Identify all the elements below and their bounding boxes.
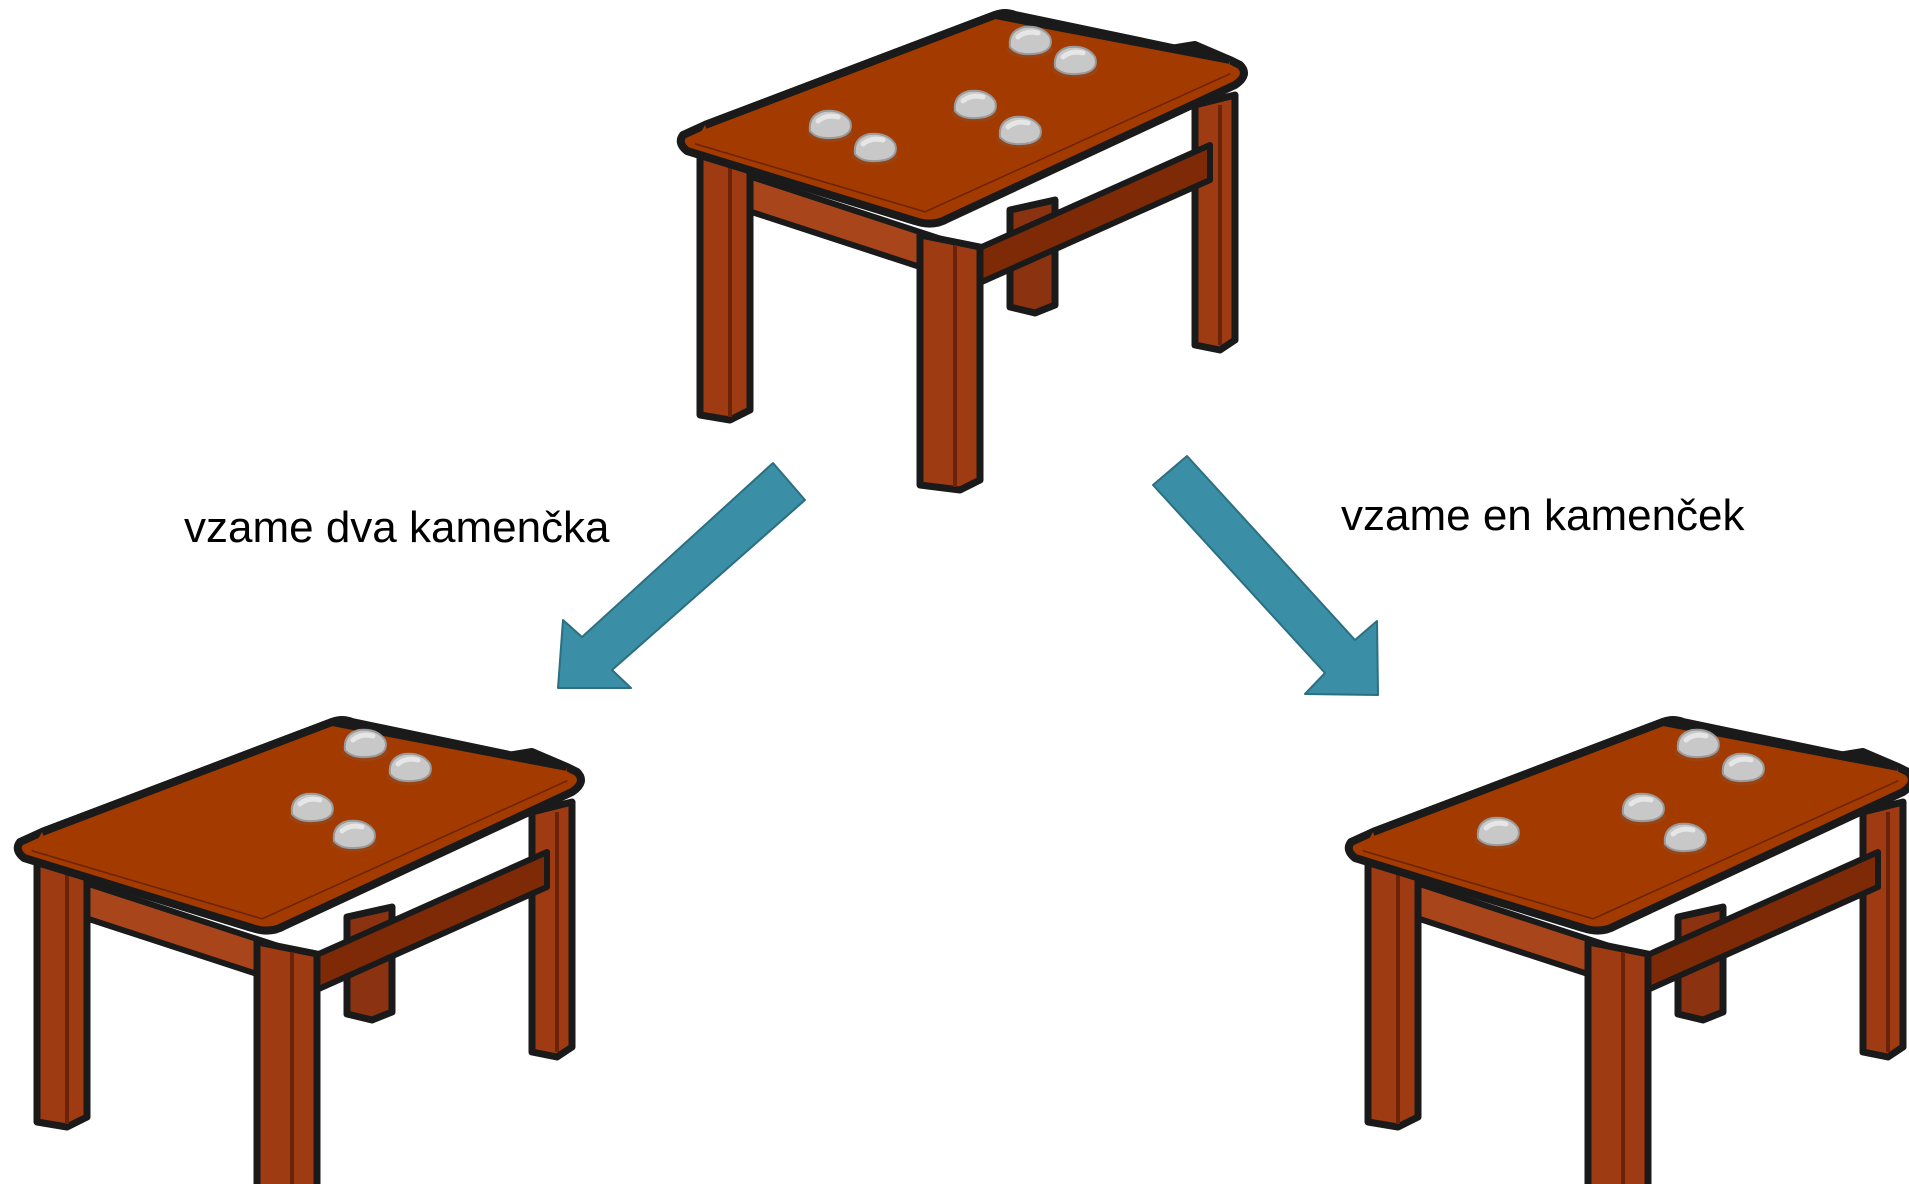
stone [1475,818,1521,849]
stone [807,111,853,142]
arrow-left [557,462,806,689]
stone [1720,754,1766,785]
stone [1007,27,1053,58]
stone [331,821,377,852]
move-label-left: vzame dva kamenčka [184,503,610,552]
stone [1052,47,1098,78]
stone [997,117,1043,148]
stone [852,134,898,165]
stone [1620,794,1666,825]
stone [1675,730,1721,761]
stone [1662,824,1708,855]
stone [289,794,335,825]
table-left [18,720,581,1184]
stone [342,730,388,761]
move-label-right: vzame en kamenček [1341,491,1745,540]
stone [952,91,998,122]
stone [387,754,433,785]
arrow-right [1152,455,1379,696]
table-start [681,13,1244,490]
table-right [1349,720,1909,1184]
